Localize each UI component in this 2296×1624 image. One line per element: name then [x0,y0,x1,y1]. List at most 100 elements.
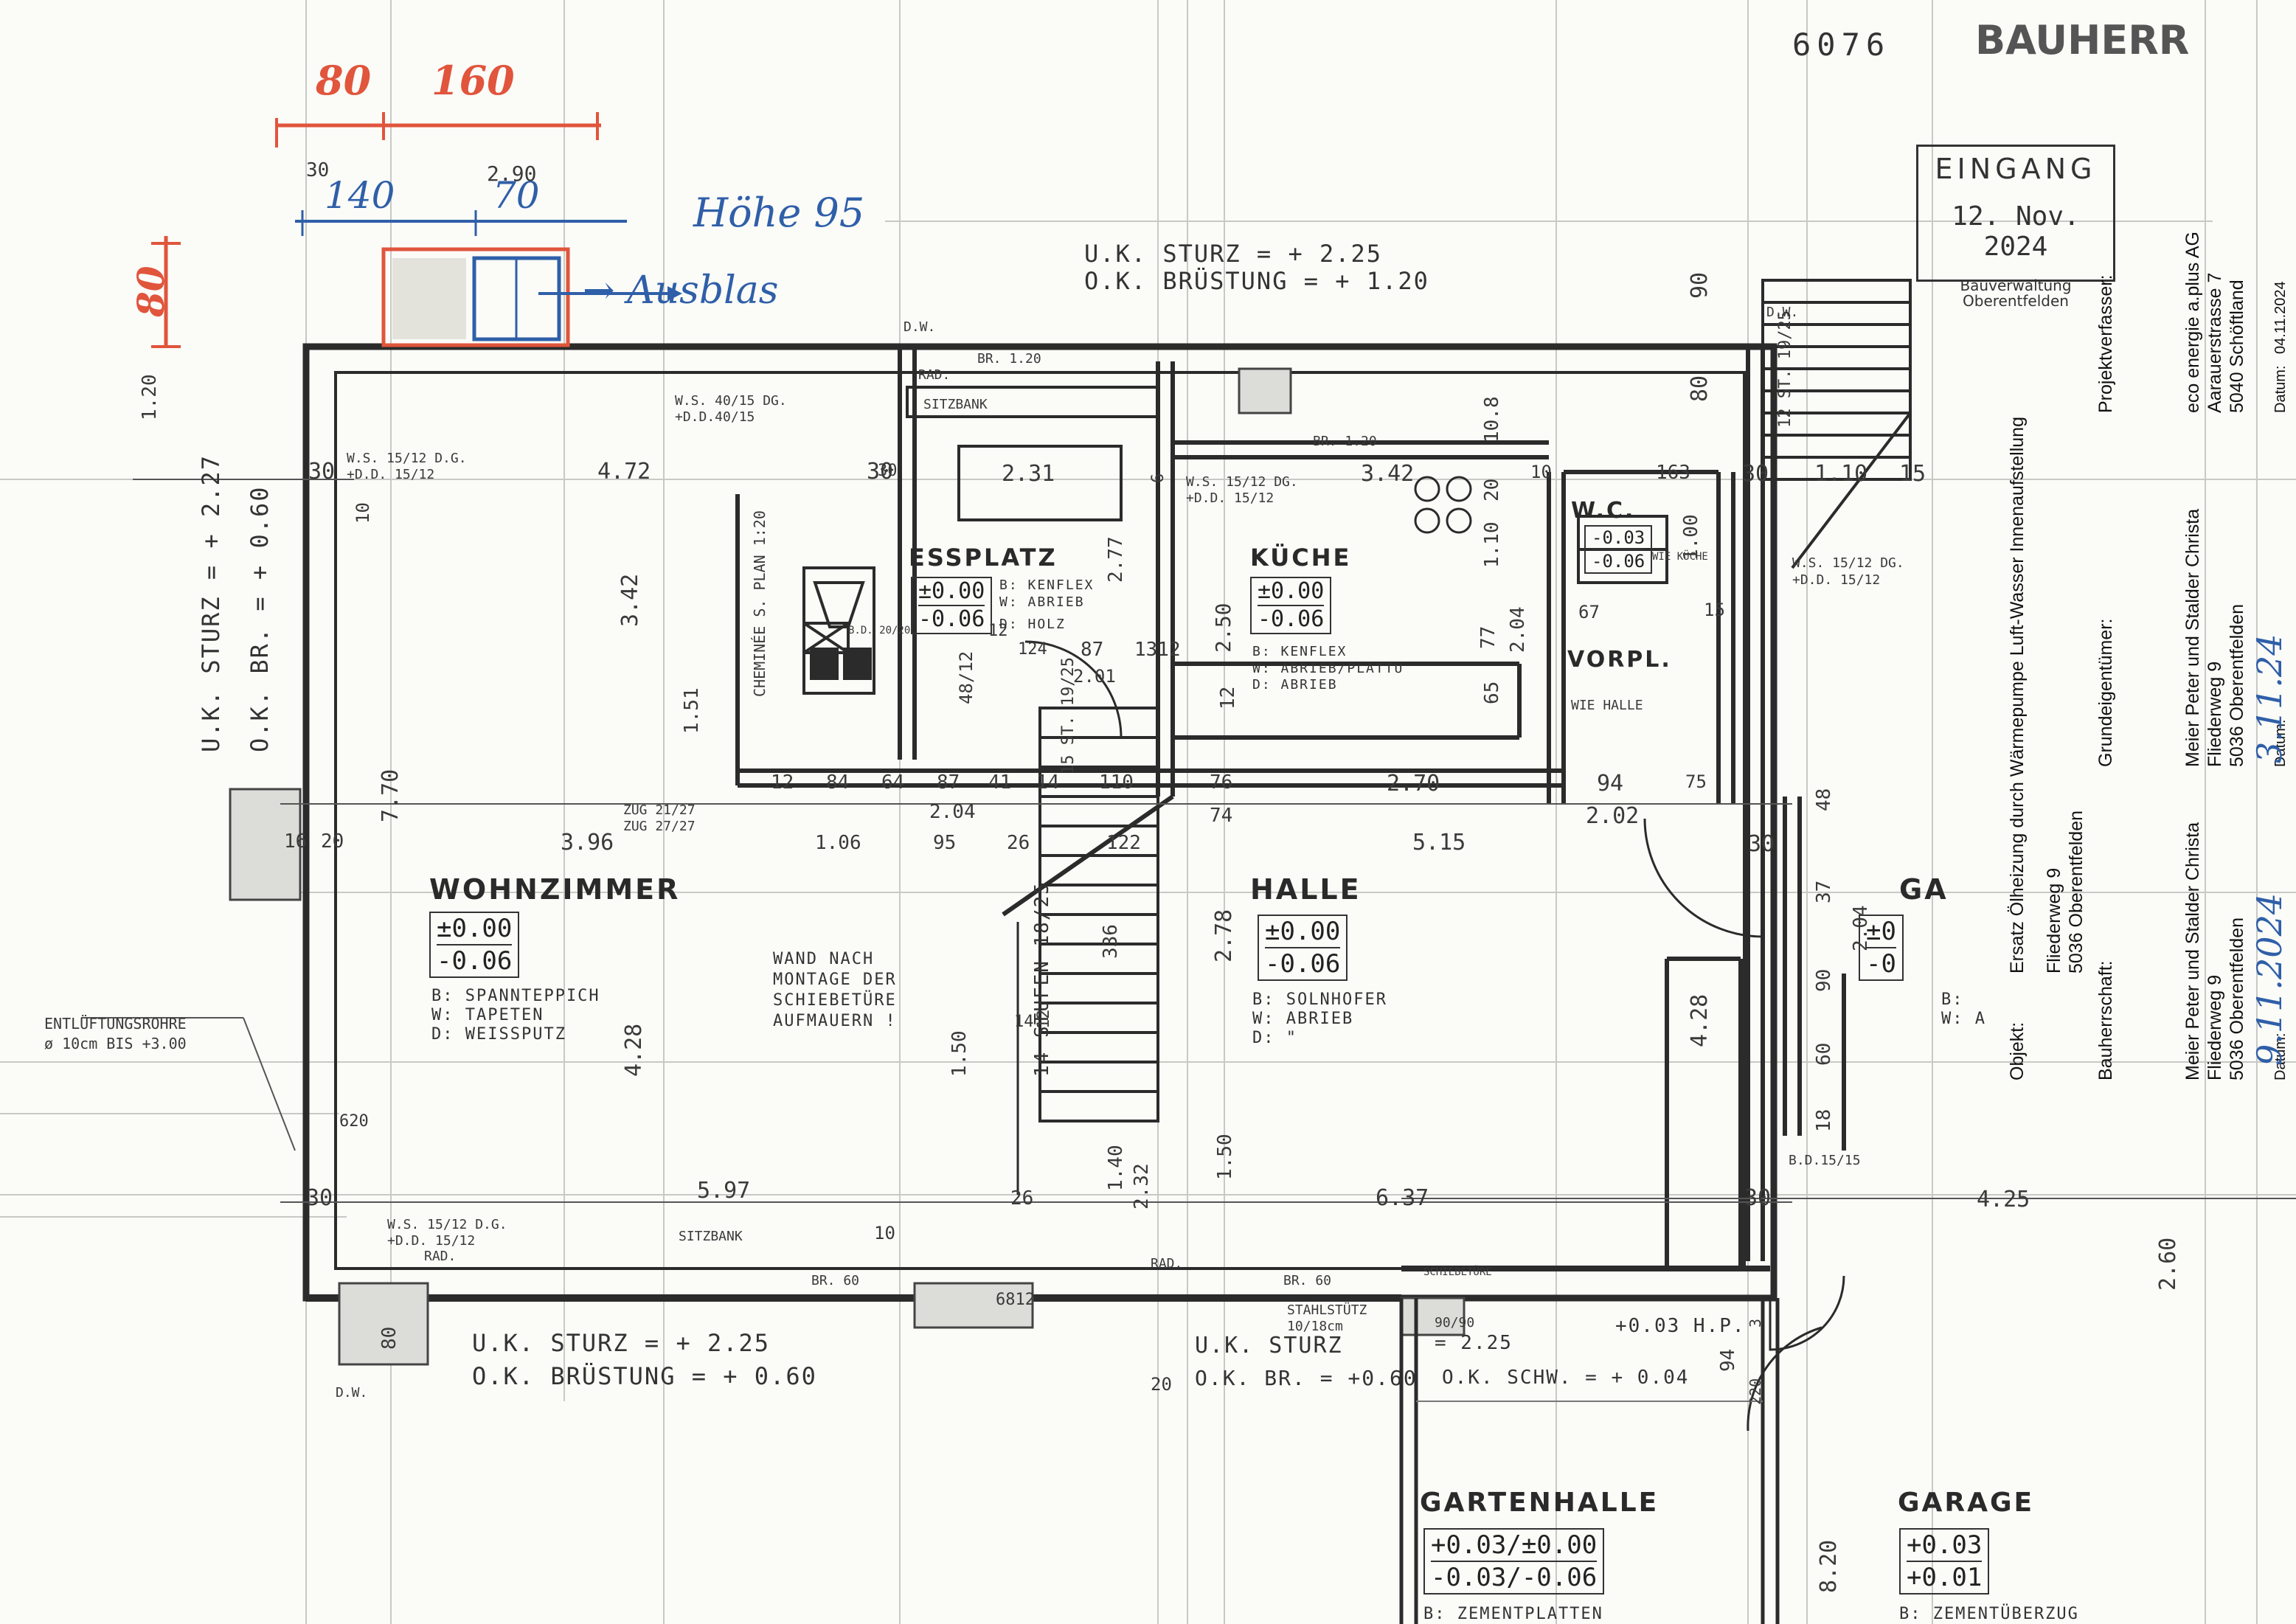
tb-verf-date: 04.11.2024 [2272,281,2289,354]
room-vorplatz-name: VORPL. [1567,647,1672,673]
steel-column-1: STAHLSTÜTZ [1287,1302,1367,1318]
lintel-note-2: W.S. 15/12 D.G. [347,451,467,466]
dim-428-hall: 4.28 [1687,993,1713,1047]
wall-note-3: SCHIEBETÜRE [773,991,897,1010]
room-garage-name: GARAGE [1898,1488,2035,1518]
dim-80-bottom: 80 [378,1326,400,1350]
room-halle-wall: W: ABRIEB [1252,1010,1354,1028]
like-kitchen-note: WIE KÜCHE [1652,551,1708,563]
roof-drain-2: D.W. [1766,305,1799,320]
dim-87-a: 87 [1081,639,1104,661]
dim-428-living: 4.28 [621,1023,647,1077]
dim-67: 67 [1578,602,1600,622]
room-wohnzimmer-ceiling: D: WEISSPUTZ [431,1025,566,1044]
kitchen-stove [1414,476,1472,534]
level-hp: +0.03 H.P. [1615,1315,1746,1337]
dim-140: 1.40 [1105,1145,1127,1191]
tb-grund-addr1: Fliederweg 9 [2205,661,2225,767]
tb-objekt-title: Ersatz Ölheizung durch Wärmepumpe Luft-W… [2007,417,2028,974]
room-essplatz-name: ESSPLATZ [909,544,1058,572]
dim-12-a: 12 [1217,686,1239,709]
threshold-note: O.K. SCHW. = + 0.04 [1442,1367,1690,1389]
dim-14-b: 14 [1014,1013,1034,1031]
lintel-note-3b: +D.D. 15/12 [1186,490,1274,506]
level-finished: -0.03 [1592,527,1645,550]
room-wohnzimmer-wall: W: TAPETEN [431,1006,544,1024]
dim-770: 7.70 [378,768,403,822]
room-kueche-wall: W: ABRIEB/PLATTU [1252,661,1404,676]
dim-90-top: 90 [1687,271,1713,299]
lintel-note-4: W.S. 15/12 DG. [1792,555,1904,571]
dim-37: 37 [1813,880,1835,903]
roof-drain-3: D.W. [336,1385,368,1401]
tb-grund-label: Grundeigentümer: [2095,618,2116,767]
bruestung-note-bottom-2: O.K. BR. = +0.60 [1195,1366,1418,1390]
dim-3: 3 [1747,1318,1764,1328]
dim-270: 2.70 [1387,771,1440,797]
stamp-date: 12. Nov. 2024 [1952,201,2080,262]
dim-110: 1.10 [1814,461,1868,487]
radiator-2: RAD. [424,1249,457,1264]
room-garage-partial-wall: W: A [1941,1010,1986,1028]
plan-number: 6076 [1792,27,1891,63]
dim-30-a: 30 [308,459,336,485]
parapet-width-1: BR. 1.20 [977,351,1041,367]
dim-30-h: 620 [339,1112,369,1131]
room-garage-levels: +0.03 +0.01 [1899,1528,1990,1594]
entry-stamp: EINGANG 12. Nov. 2024 Bauverwaltung Ober… [1916,145,2115,309]
room-kueche-ceiling: D: ABRIEB [1252,677,1338,693]
red-dim-160: 160 [431,57,515,104]
bruestung-note-bottom: O.K. BRÜSTUNG = + 0.60 [472,1362,817,1390]
stamp-line1: Bauverwaltung [1960,277,2072,294]
dim-41: 41 [988,771,1012,794]
dim-342-living: 3.42 [617,573,643,627]
dim-202: 2.02 [1586,803,1640,829]
parapet-width-3: BR. 60 [811,1273,860,1288]
room-garage-partial-levels: ±0 -0 [1859,915,1904,981]
dim-597: 5.97 [697,1178,751,1204]
red-dim-80: 80 [316,57,372,104]
dim-820: 8.20 [1816,1539,1842,1593]
fireplace-note: CHEMINÉE S. PLAN 1:20 [751,510,769,697]
lintel-note-5b: +D.D. 15/12 [387,1233,476,1249]
dimension-lines [81,479,2296,1203]
outer-walls [302,343,1778,1302]
dim-30-g: 30 [878,462,898,480]
bruestung-note-left: O.K. BR. = + 0.60 [246,485,274,752]
window-sturz-225: = 2.25 [1435,1332,1513,1354]
tb-bauherr-addr1: Fliederweg 9 [2205,974,2225,1080]
tb-objekt-addr1: Fliederweg 9 [2044,867,2064,974]
dim-124: 124 [1018,640,1047,659]
lintel-note-2b: +D.D. 15/12 [347,467,435,482]
radiator-1: RAD. [918,367,951,383]
room-halle-floor: B: SOLNHOFER [1252,990,1387,1009]
top-dim-290: 2.90 [487,162,537,186]
dim-20-b: 20 [1151,1374,1172,1395]
level-finished: ±0.00 [437,913,513,945]
tb-verf-name: eco energie a.plus AG [2182,232,2203,413]
interior-walls [735,347,1846,1269]
dim-515: 5.15 [1412,830,1466,856]
dim-16: 16 [284,830,308,853]
flue-note-1: ZUG 21/27 [623,802,696,818]
sturz-note-top: U.K. STURZ = + 2.25 [1084,240,1383,268]
dim-26-a: 26 [1007,832,1030,854]
dim-64: 64 [881,771,905,794]
dim-75: 75 [1685,771,1707,792]
dim-425: 4.25 [1977,1187,2030,1212]
signature-date-landowner: 3.11.24 [2250,634,2289,763]
dim-204: 2.04 [929,801,976,823]
dim-100: 1.00 [1680,514,1702,561]
tb-verf-date-label: Datum: [2272,365,2289,413]
dim-150-b: 1.50 [1214,1134,1236,1180]
level-raw: -0 [1866,949,1896,979]
dim-10-8: 10.8 [1481,396,1503,443]
stamp-line2: Oberentfelden [1963,292,2069,310]
dim-10-c: 10 [874,1223,895,1243]
tb-bauherr-name: Meier Peter und Stalder Christa [2182,822,2203,1080]
sturz-note-bottom: U.K. STURZ = + 2.25 [472,1329,771,1357]
dim-15-r: 15 [1704,600,1725,620]
room-gartenhalle-levels: +0.03/±0.00 -0.03/-0.06 [1423,1528,1605,1594]
dim-163: 163 [1656,462,1690,484]
dim-30-b: 30 [867,459,894,485]
